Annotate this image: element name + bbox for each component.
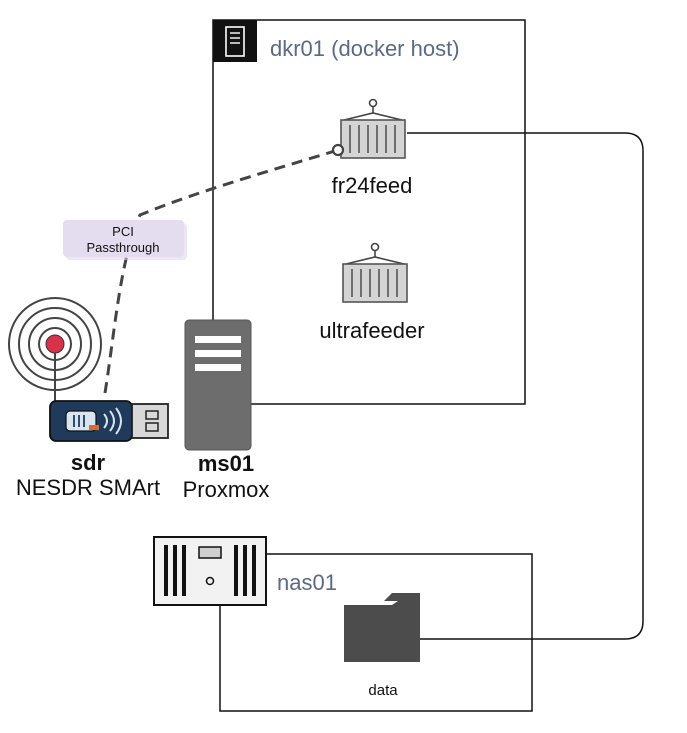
server-name: ms01 xyxy=(198,451,254,476)
shipping-container-icon xyxy=(342,242,408,303)
sdr-model: NESDR SMArt xyxy=(16,475,160,500)
folder-label: data xyxy=(368,682,398,699)
ultrafeeder-label: ultrafeeder xyxy=(319,318,424,343)
pci-passthrough-connector xyxy=(103,148,339,394)
pci-passthrough-label: PCI Passthrough xyxy=(63,220,187,260)
usb-sdr-dongle-icon xyxy=(49,400,169,442)
docker-host-box xyxy=(212,19,526,405)
server-icon xyxy=(184,319,252,451)
fr24feed-to-data-connector xyxy=(407,132,644,640)
docker-host-title: dkr01 (docker host) xyxy=(270,36,460,61)
fr24feed-label: fr24feed xyxy=(332,173,413,198)
shipping-container-icon xyxy=(340,98,406,159)
server-subtitle: Proxmox xyxy=(183,477,270,502)
server-tower-icon xyxy=(213,20,257,62)
nas-box xyxy=(219,553,533,712)
pci-label-line2: Passthrough xyxy=(87,240,160,255)
nas-title: nas01 xyxy=(277,570,337,595)
pci-connector-endpoint xyxy=(331,143,345,157)
pci-label-line1: PCI xyxy=(112,224,134,239)
nas-icon xyxy=(153,536,267,606)
sdr-name: sdr xyxy=(71,450,106,475)
radio-waves-icon xyxy=(8,297,102,402)
folder-icon xyxy=(344,593,420,662)
